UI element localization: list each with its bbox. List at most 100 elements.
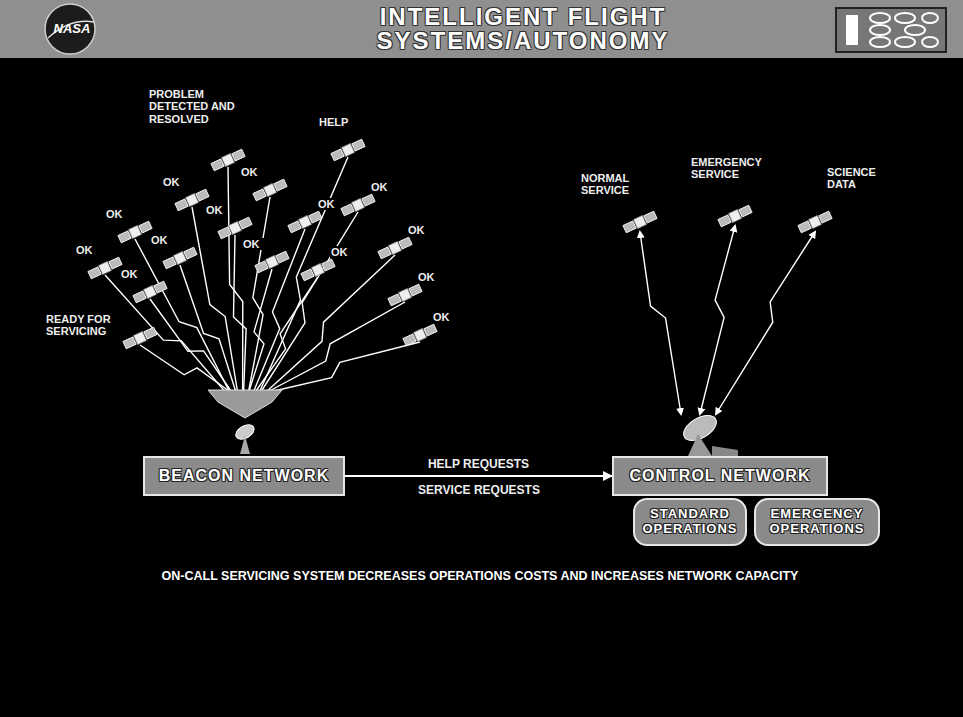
satellite-body xyxy=(808,215,821,228)
solar-panel xyxy=(232,149,245,161)
solar-panel xyxy=(274,179,287,191)
lightning-beam xyxy=(253,229,305,392)
satellite-icon xyxy=(717,204,752,227)
satellite-body xyxy=(728,209,741,222)
satellite-body xyxy=(341,143,354,156)
satellite-icon xyxy=(300,258,335,281)
nasa-logo xyxy=(45,4,95,54)
beacon-dish xyxy=(233,422,256,454)
node-text: BEACON NETWORK xyxy=(159,467,329,485)
satellite-icon xyxy=(402,323,437,346)
nasa-logo-swoosh xyxy=(48,21,94,38)
solar-panel xyxy=(623,221,636,233)
solar-panel xyxy=(255,261,268,273)
solar-panel xyxy=(322,259,335,271)
solar-panel xyxy=(253,189,266,201)
callout-label: OK xyxy=(120,268,142,280)
lightning-beam xyxy=(266,255,395,392)
callout-label: OK xyxy=(317,198,339,210)
satellite-body xyxy=(228,221,241,234)
lightning-beam xyxy=(228,167,243,392)
callout-label: HELP xyxy=(318,116,360,128)
satellite-body xyxy=(633,215,646,228)
solar-panel xyxy=(739,205,752,217)
callout-label: OK xyxy=(330,246,352,258)
solar-panel xyxy=(819,211,832,223)
callout-label: OK xyxy=(242,238,264,250)
operations-box: STANDARD OPERATIONS xyxy=(633,498,747,546)
satellite-icon xyxy=(132,280,167,303)
satellite-body xyxy=(298,215,311,228)
lightning-beam xyxy=(270,342,421,392)
caption: ON-CALL SERVICING SYSTEM DECREASES OPERA… xyxy=(0,569,960,583)
solar-panel xyxy=(341,204,354,216)
satellite-body xyxy=(98,261,111,274)
callout-label: OK xyxy=(370,181,392,193)
solar-panel xyxy=(362,194,375,206)
solar-panel xyxy=(301,269,314,281)
node-text: STANDARD OPERATIONS xyxy=(642,507,738,537)
lightning-beam xyxy=(259,157,348,392)
satellite-icon xyxy=(330,138,365,161)
satellite-body xyxy=(143,285,156,298)
satellite-body xyxy=(413,328,426,341)
satellite-icon xyxy=(797,210,832,233)
callout-label: OK xyxy=(105,208,127,220)
network-box: BEACON NETWORK xyxy=(143,456,345,496)
lightning-beam xyxy=(140,345,230,392)
edge-label: SERVICE REQUESTS xyxy=(378,484,580,497)
solar-panel xyxy=(175,199,188,211)
solar-panel xyxy=(133,291,146,303)
satellite-icon xyxy=(117,220,152,243)
title: INTELLIGENT FLIGHT SYSTEMS/AUTONOMY xyxy=(358,5,688,53)
solar-panel xyxy=(644,211,657,223)
lightning-beam xyxy=(267,302,405,392)
callout-label: OK xyxy=(240,166,262,178)
lightning-beam xyxy=(716,232,815,414)
satellite-icon xyxy=(287,210,322,233)
solar-panel xyxy=(88,267,101,279)
network-box: CONTROL NETWORK xyxy=(612,456,828,496)
satellite-icon xyxy=(252,178,287,201)
satellite-icon xyxy=(622,210,657,233)
header-band xyxy=(0,0,963,58)
solar-panel xyxy=(211,159,224,171)
callout-label: READY FOR SERVICING xyxy=(45,313,119,338)
solar-panel xyxy=(276,251,289,263)
satellite-body xyxy=(388,241,401,254)
satellite-icon xyxy=(122,326,157,349)
solar-panel xyxy=(218,227,231,239)
satellite-icon xyxy=(217,216,252,239)
node-text: CONTROL NETWORK xyxy=(630,467,811,485)
satellite-body xyxy=(351,198,364,211)
callout-label: EMERGENCY SERVICE xyxy=(690,156,768,181)
callout-label: OK xyxy=(150,234,172,246)
satellite-icon xyxy=(87,256,122,279)
satellite-icon xyxy=(387,283,422,306)
callout-label: OK xyxy=(417,271,439,283)
solar-panel xyxy=(403,334,416,346)
edge-label: HELP REQUESTS xyxy=(379,457,579,471)
lightning-beam xyxy=(640,232,681,414)
header-icon xyxy=(836,8,946,52)
satellite-body xyxy=(221,153,234,166)
satellite-body xyxy=(133,331,146,344)
lightning-beam xyxy=(249,197,271,392)
solar-panel xyxy=(118,231,131,243)
callout-label: OK xyxy=(162,176,184,188)
callout-label: OK xyxy=(75,244,97,256)
solar-panel xyxy=(378,247,391,259)
satellites xyxy=(87,138,832,349)
funnel-arrow xyxy=(208,390,282,418)
solar-panel xyxy=(798,221,811,233)
satellite-body xyxy=(398,288,411,301)
callout-label: OK xyxy=(205,204,227,216)
lightning-beam xyxy=(255,277,318,392)
satellite-body xyxy=(263,183,276,196)
solar-panel xyxy=(331,149,344,161)
solar-panel xyxy=(139,221,152,233)
solar-panel xyxy=(424,324,437,336)
solar-panel xyxy=(718,215,731,227)
